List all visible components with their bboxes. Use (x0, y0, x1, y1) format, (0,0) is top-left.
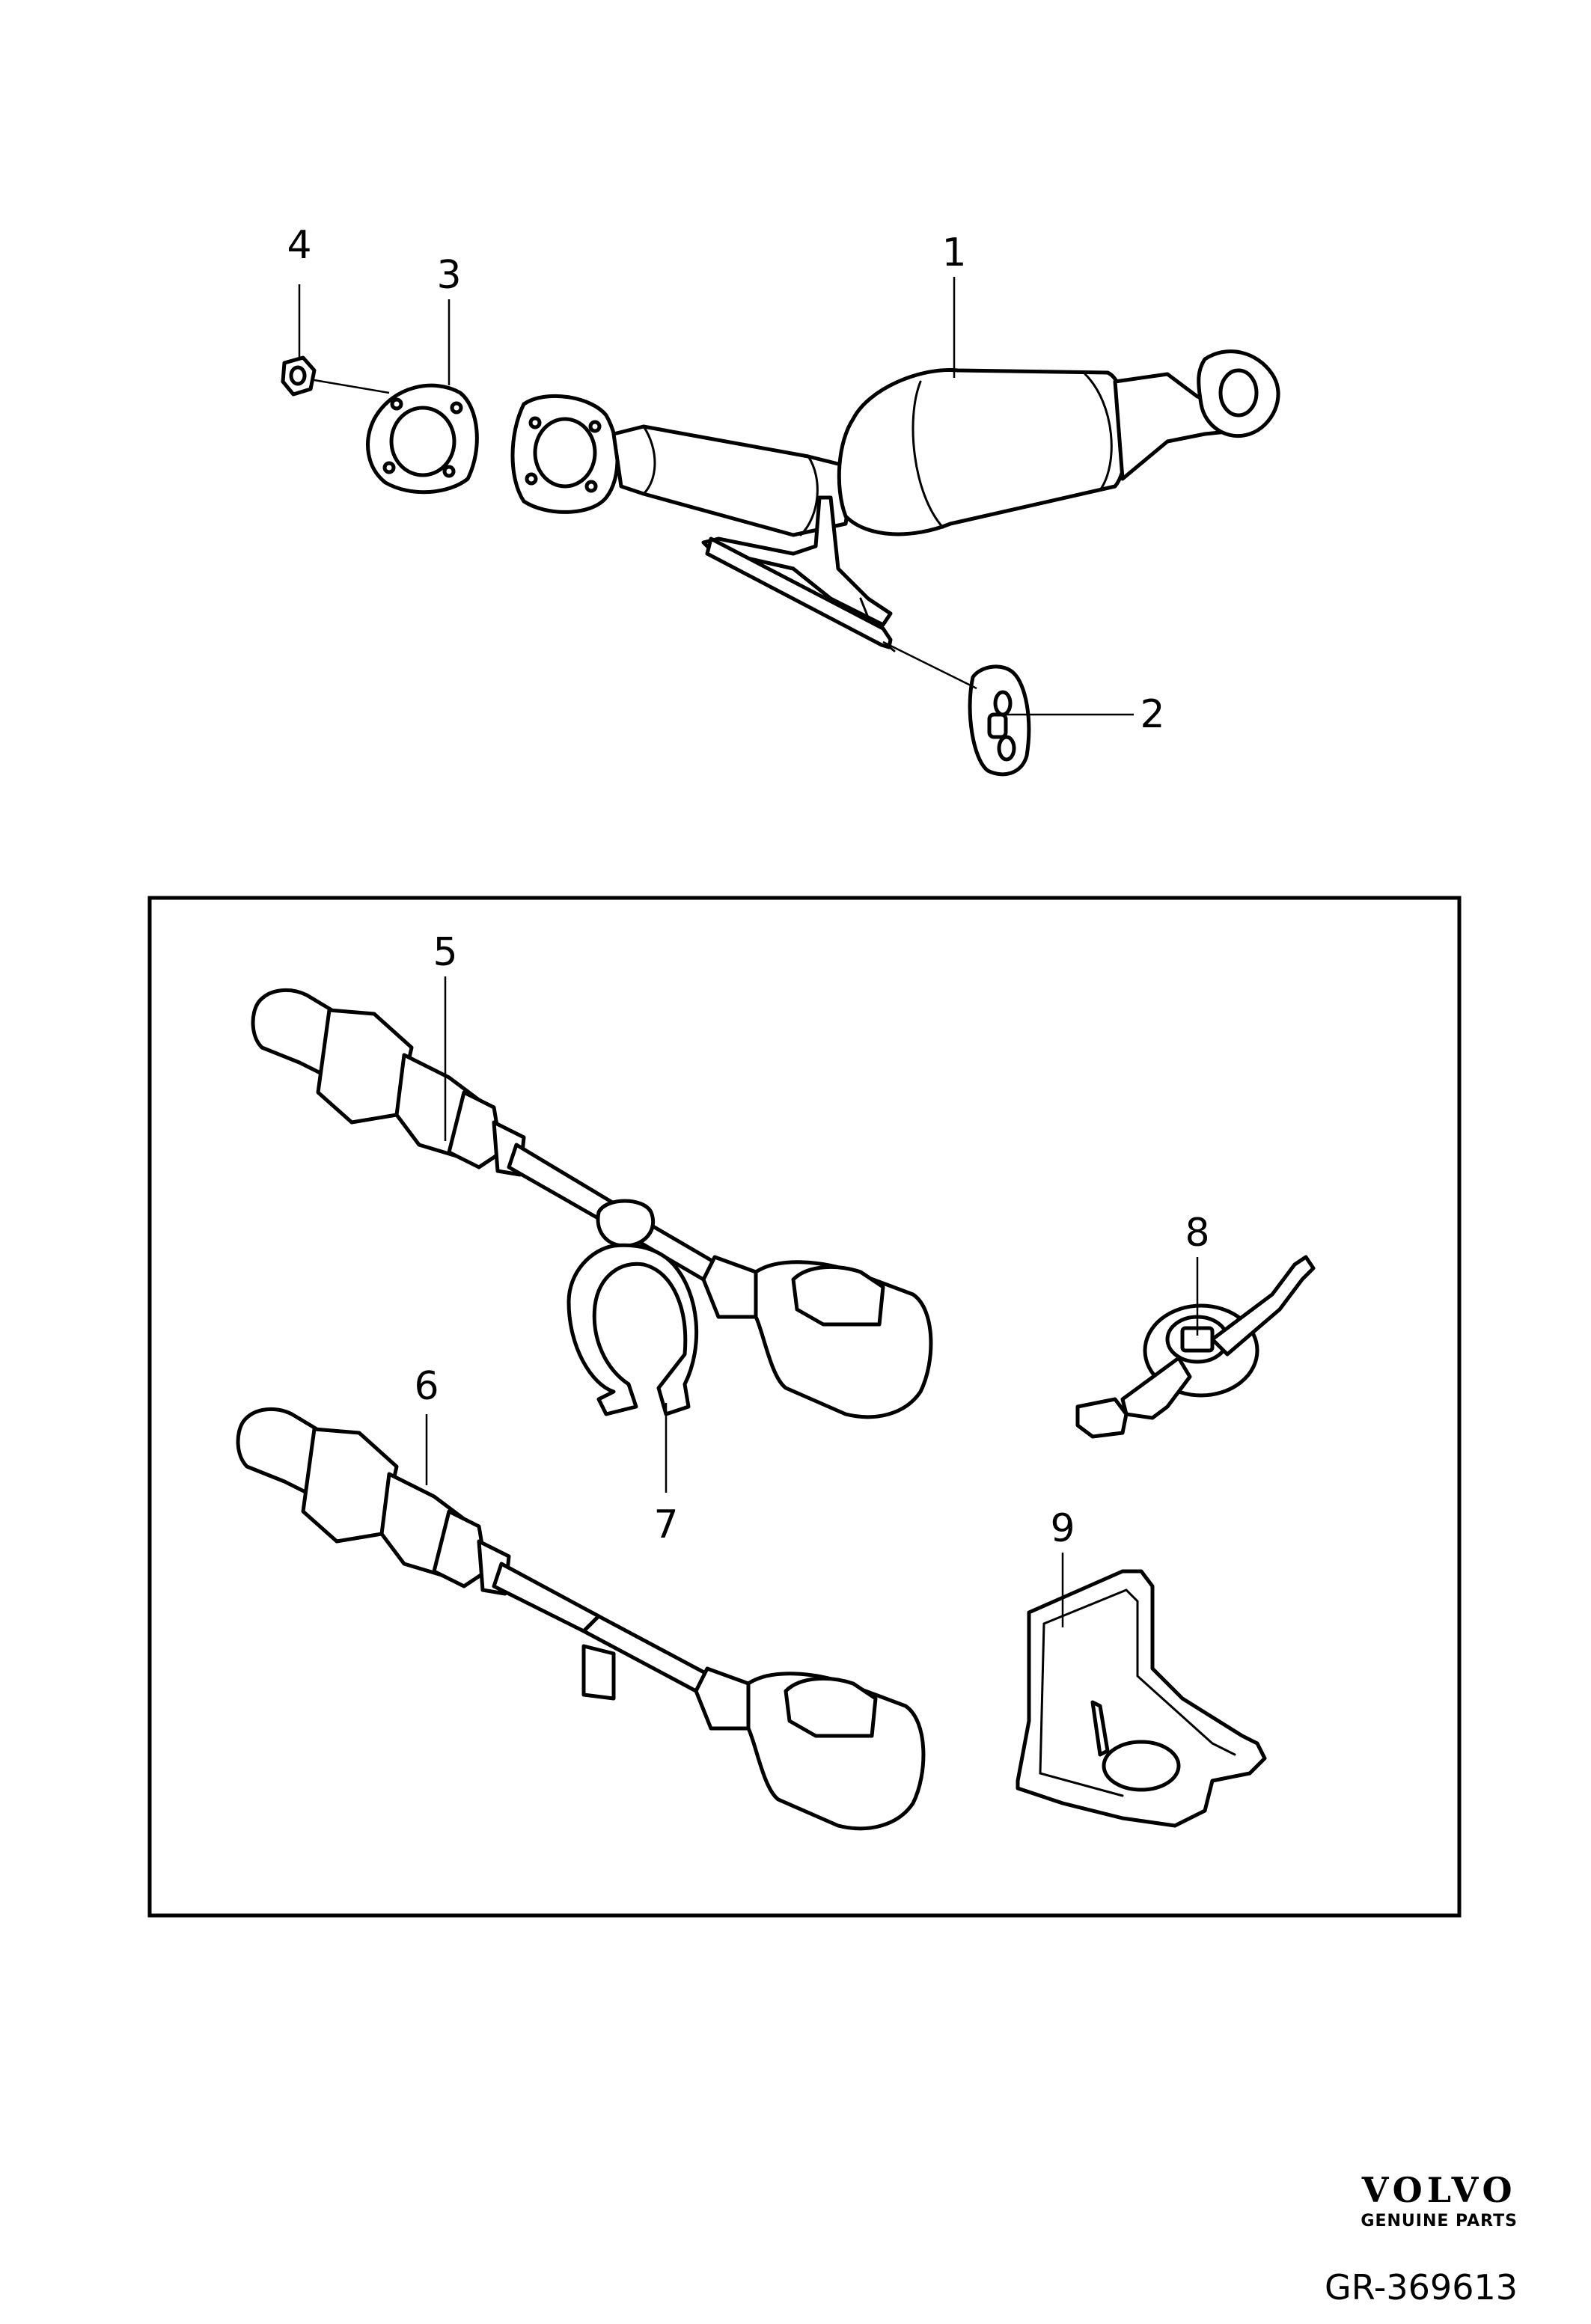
diagram-reference: GR-369613 (1325, 2267, 1518, 2308)
heat-shield-bracket (1016, 1569, 1267, 1828)
callout-5: 5 (433, 930, 457, 975)
oxygen-sensor-lower (236, 1407, 926, 1831)
brand-logo: VOLVO (1361, 2170, 1517, 2210)
rubber-hanger (968, 664, 1031, 777)
sensor-group-frame (147, 896, 1462, 1918)
brand-mark: VOLVO GENUINE PARTS (1361, 2173, 1518, 2230)
gasket (366, 383, 479, 495)
callout-2: 2 (1140, 692, 1164, 737)
callout-4: 4 (287, 223, 311, 268)
sensor-clip (567, 1199, 699, 1416)
catalytic-converter (510, 349, 1280, 652)
callout-3: 3 (436, 253, 461, 298)
callout-9: 9 (1050, 1506, 1075, 1551)
flange-nut (281, 355, 317, 397)
callout-6: 6 (414, 1364, 439, 1409)
callout-1: 1 (941, 230, 966, 275)
callout-7: 7 (653, 1502, 678, 1547)
cable-tie (1075, 1255, 1316, 1439)
callout-8: 8 (1185, 1211, 1209, 1256)
brand-tagline: GENUINE PARTS (1361, 2212, 1518, 2230)
oxygen-sensor-upper (251, 988, 933, 1419)
